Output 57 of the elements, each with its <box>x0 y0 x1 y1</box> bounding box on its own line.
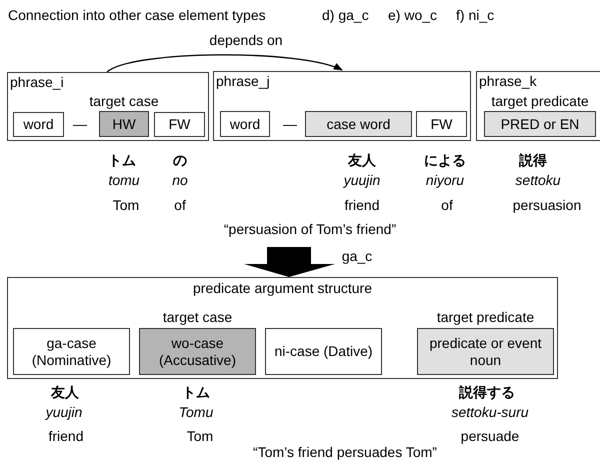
romaji-text: Tomu <box>178 403 214 421</box>
japanese-word: 友人 <box>51 383 79 401</box>
dash-text: — <box>283 115 297 133</box>
word-box: predicate or event noun <box>417 328 554 375</box>
word-box: ni-case (Dative) <box>265 328 382 375</box>
word-box: case word <box>305 111 412 137</box>
word-box: ga-case (Nominative) <box>13 328 130 375</box>
phrase-label: phrase_k <box>479 72 537 90</box>
japanese-word: トム <box>182 383 210 401</box>
romaji-text: yuujin <box>46 403 82 421</box>
phrase-label: phrase_j <box>216 72 270 90</box>
phrase-frame <box>213 71 471 141</box>
word-box: wo-case (Accusative) <box>139 328 256 375</box>
romaji-text: tomu <box>108 171 140 189</box>
type-label: d) ga_c <box>322 6 369 24</box>
phrase-label: phrase_i <box>10 73 64 91</box>
word-box: HW <box>99 111 149 137</box>
word-box: FW <box>416 111 467 137</box>
gloss-text: persuasion <box>512 196 582 214</box>
gloss-text: friend <box>344 196 380 214</box>
phrase-frame <box>7 277 558 379</box>
target-heading: target case <box>88 92 160 110</box>
japanese-word: 友人 <box>348 151 376 169</box>
japanese-word: 説得する <box>459 383 515 401</box>
frame-title: predicate argument structure <box>192 279 373 297</box>
romaji-text: yuujin <box>344 171 380 189</box>
target-heading: target predicate <box>436 308 536 326</box>
word-box: PRED or EN <box>484 111 596 137</box>
gloss-text: friend <box>48 427 84 445</box>
phrase-frame <box>7 72 209 141</box>
romaji-text: no <box>172 171 188 189</box>
dash-text: — <box>73 115 87 133</box>
phrase-frame <box>476 71 600 141</box>
gloss-text: Tom <box>186 427 214 445</box>
word-box: word <box>13 112 64 137</box>
title-text: Connection into other case element types <box>8 6 266 24</box>
block-arrow <box>244 247 335 277</box>
gloss-text: of <box>174 196 186 214</box>
translation-text: “Tom’s friend persuades Tom” <box>253 443 437 461</box>
romaji-text: niyoru <box>426 171 464 189</box>
gloss-text: Tom <box>112 196 140 214</box>
gloss-text: persuade <box>460 427 520 445</box>
target-heading: target predicate <box>490 92 590 110</box>
translation-text: “persuasion of Tom’s friend” <box>224 220 396 238</box>
type-label: e) wo_c <box>388 6 438 24</box>
word-box: word <box>220 111 270 137</box>
dependency-arrow <box>106 54 343 73</box>
japanese-word: の <box>173 151 187 169</box>
romaji-text: settoku <box>515 171 561 189</box>
japanese-word: 説得 <box>519 151 547 169</box>
japanese-word: による <box>424 151 466 169</box>
romaji-text: settoku-suru <box>451 403 529 421</box>
japanese-word: トム <box>108 151 136 169</box>
type-label: f) ni_c <box>456 6 494 24</box>
target-heading: target case <box>162 308 234 326</box>
word-box: FW <box>154 112 205 137</box>
gloss-text: of <box>441 196 453 214</box>
